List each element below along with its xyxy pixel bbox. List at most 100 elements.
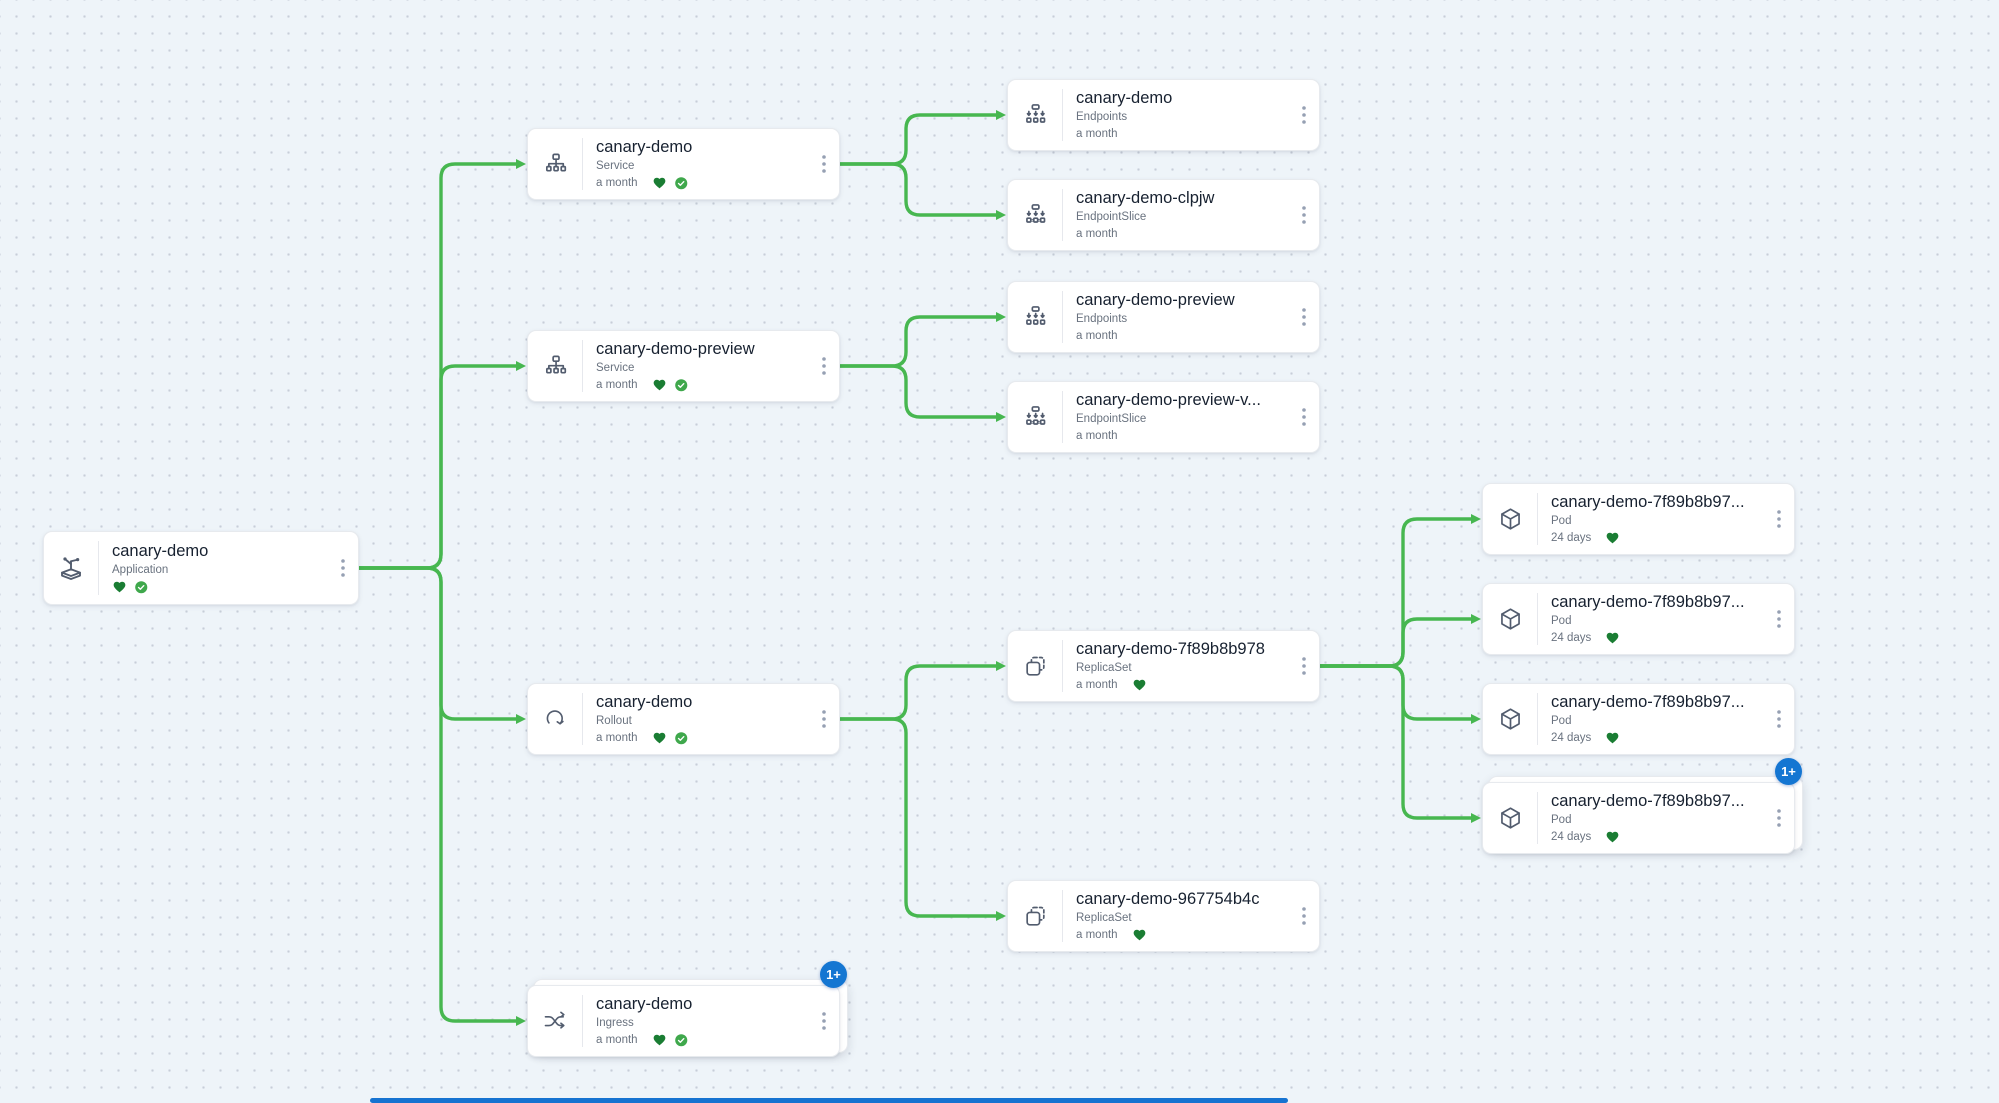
node-age: a month [596,177,638,189]
node-meta: a month [596,377,809,393]
node-ingress-ingress[interactable]: canary-demo Ingress a month 1+ [527,961,848,1057]
sync-check-icon [674,176,687,190]
node-menu-button[interactable] [1764,584,1794,654]
health-heart-icon [1606,632,1619,644]
card-divider [98,541,99,595]
node-endpointslice-eps1[interactable]: canary-demo-clpjw EndpointSlice a month [1007,179,1320,251]
more-count-badge[interactable]: 1+ [820,961,847,988]
node-menu-button[interactable] [809,684,839,754]
node-card[interactable]: canary-demo-preview Service a month [527,330,840,402]
node-menu-button[interactable] [1289,282,1319,352]
node-card[interactable]: canary-demo-preview Endpoints a month [1007,281,1320,353]
card-divider [1062,890,1063,942]
node-age: a month [1076,128,1118,140]
node-card[interactable]: canary-demo-7f89b8b97... Pod 24 days [1482,583,1795,655]
card-divider [1537,593,1538,645]
node-meta: 24 days [1551,730,1764,746]
node-age: a month [1076,929,1118,941]
node-age: a month [1076,228,1118,240]
node-meta: a month [596,730,809,746]
node-kind: EndpointSlice [1076,211,1147,223]
node-title: canary-demo-7f89b8b978 [1076,640,1265,658]
node-service-svc2[interactable]: canary-demo-preview Service a month [527,330,840,402]
node-meta: a month [596,1032,809,1048]
node-menu-button[interactable] [1289,80,1319,150]
card-divider [1062,291,1063,343]
card-divider [1537,792,1538,844]
node-kind: Pod [1551,715,1572,727]
horizontal-scrollbar[interactable] [370,1098,1288,1103]
node-card[interactable]: canary-demo Ingress a month [527,985,840,1057]
node-menu-button[interactable] [1289,382,1319,452]
node-endpoints-ep2[interactable]: canary-demo-preview Endpoints a month [1007,281,1320,353]
service-icon [528,331,582,401]
node-title: canary-demo-7f89b8b97... [1551,493,1745,511]
node-menu-button[interactable] [809,986,839,1056]
node-menu-button[interactable] [1289,631,1319,701]
node-replicaset-rs2[interactable]: canary-demo-967754b4c ReplicaSet a month [1007,880,1320,952]
node-menu-button[interactable] [1764,684,1794,754]
card-divider [1537,493,1538,545]
endpointslice-icon [1008,382,1062,452]
node-replicaset-rs1[interactable]: canary-demo-7f89b8b978 ReplicaSet a mont… [1007,630,1320,702]
card-divider [1062,89,1063,141]
card-divider [1062,391,1063,443]
node-pod-pod4[interactable]: canary-demo-7f89b8b97... Pod 24 days 1+ [1482,758,1803,854]
node-menu-button[interactable] [809,331,839,401]
node-card[interactable]: canary-demo Rollout a month [527,683,840,755]
node-card[interactable]: canary-demo-7f89b8b978 ReplicaSet a mont… [1007,630,1320,702]
node-pod-pod3[interactable]: canary-demo-7f89b8b97... Pod 24 days [1482,683,1795,755]
node-title: canary-demo-7f89b8b97... [1551,593,1745,611]
node-menu-button[interactable] [1764,484,1794,554]
node-kind: EndpointSlice [1076,413,1147,425]
node-card[interactable]: canary-demo Application [43,531,359,605]
node-pod-pod2[interactable]: canary-demo-7f89b8b97... Pod 24 days [1482,583,1795,655]
node-card[interactable]: canary-demo-967754b4c ReplicaSet a month [1007,880,1320,952]
node-kind: ReplicaSet [1076,912,1132,924]
node-menu-button[interactable] [328,532,358,604]
node-kind: Service [596,362,635,374]
replicaset-icon [1008,881,1062,951]
card-divider [582,995,583,1047]
service-icon [528,129,582,199]
card-divider [1537,693,1538,745]
node-rollout-rollout[interactable]: canary-demo Rollout a month [527,683,840,755]
node-card[interactable]: canary-demo Service a month [527,128,840,200]
node-age: 24 days [1551,632,1592,644]
node-title: canary-demo-7f89b8b97... [1551,792,1745,810]
node-age: 24 days [1551,831,1592,843]
node-service-svc1[interactable]: canary-demo Service a month [527,128,840,200]
node-title: canary-demo [1076,89,1173,107]
node-meta: a month [1076,126,1289,142]
node-card[interactable]: canary-demo-clpjw EndpointSlice a month [1007,179,1320,251]
endpoints-icon [1008,282,1062,352]
node-menu-button[interactable] [1289,180,1319,250]
node-card[interactable]: canary-demo Endpoints a month [1007,79,1320,151]
node-age: 24 days [1551,732,1592,744]
node-endpoints-ep1[interactable]: canary-demo Endpoints a month [1007,79,1320,151]
node-card[interactable]: canary-demo-7f89b8b97... Pod 24 days [1482,782,1795,854]
node-age: a month [1076,679,1118,691]
node-card[interactable]: canary-demo-7f89b8b97... Pod 24 days [1482,683,1795,755]
card-divider [582,693,583,745]
node-age: a month [596,732,638,744]
node-meta: 24 days [1551,530,1764,546]
node-pod-pod1[interactable]: canary-demo-7f89b8b97... Pod 24 days [1482,483,1795,555]
node-card[interactable]: canary-demo-7f89b8b97... Pod 24 days [1482,483,1795,555]
card-divider [1062,189,1063,241]
node-meta: a month [1076,328,1289,344]
node-endpointslice-eps2[interactable]: canary-demo-preview-v... EndpointSlice a… [1007,381,1320,453]
node-kind: ReplicaSet [1076,662,1132,674]
node-application-app[interactable]: canary-demo Application [43,531,359,605]
node-menu-button[interactable] [1764,783,1794,853]
health-heart-icon [653,177,665,189]
card-divider [1062,640,1063,692]
node-menu-button[interactable] [809,129,839,199]
node-kind: Ingress [596,1017,634,1029]
node-card[interactable]: canary-demo-preview-v... EndpointSlice a… [1007,381,1320,453]
card-divider [582,340,583,392]
node-menu-button[interactable] [1289,881,1319,951]
more-count-badge[interactable]: 1+ [1775,758,1802,785]
